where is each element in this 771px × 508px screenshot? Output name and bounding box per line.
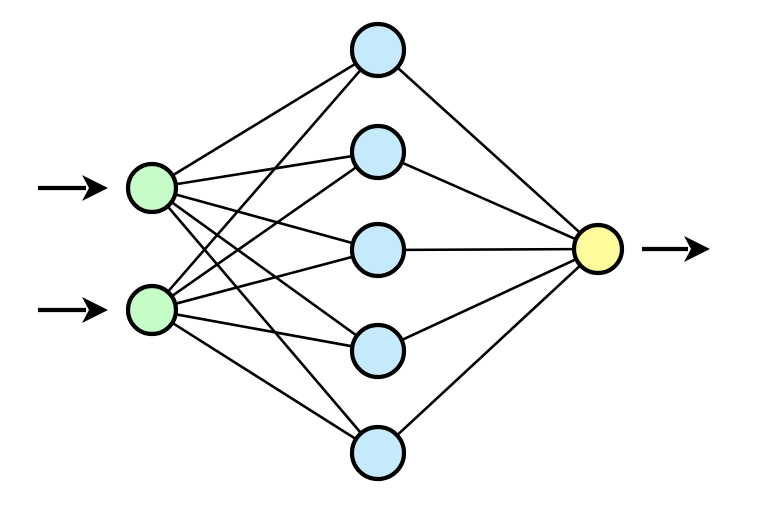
neuron-node-h5[interactable] (349, 424, 407, 482)
connection-edge-i2-h2 (172, 166, 357, 297)
connection-edge-h4-o1 (402, 258, 576, 341)
neuron-node-i2[interactable] (125, 283, 179, 337)
neuron-node-i1[interactable] (125, 161, 179, 215)
io-arrows-group (38, 175, 710, 323)
connection-edges-group (167, 63, 581, 440)
connection-edge-i2-h3 (176, 255, 352, 305)
connection-edge-i1-h4 (172, 201, 357, 336)
connection-edge-i2-h1 (167, 69, 361, 292)
input-arrow-2-head (82, 297, 108, 323)
connection-edge-h3-o1 (405, 247, 573, 252)
connection-edge-i1-h5 (167, 206, 362, 433)
connection-edge-h5-o1 (397, 265, 581, 436)
neuron-node-h3[interactable] (349, 221, 407, 279)
neuron-node-o1[interactable] (571, 222, 625, 276)
output-arrow-1-head (684, 236, 710, 262)
connection-edge-i2-h5 (172, 322, 356, 440)
connection-edge-i1-h3 (176, 193, 352, 244)
input-arrow-1-head (82, 175, 108, 201)
connection-edge-h1-o1 (397, 67, 580, 233)
neuron-nodes-group (125, 21, 625, 482)
connection-edge-h2-o1 (402, 161, 576, 240)
connection-edge-i1-h2 (177, 155, 351, 186)
neuron-node-h2[interactable] (349, 123, 407, 181)
neuron-node-h1[interactable] (349, 21, 407, 79)
connection-edge-i2-h4 (176, 313, 352, 348)
connection-edge-i1-h1 (173, 63, 356, 176)
neuron-node-h4[interactable] (349, 322, 407, 380)
